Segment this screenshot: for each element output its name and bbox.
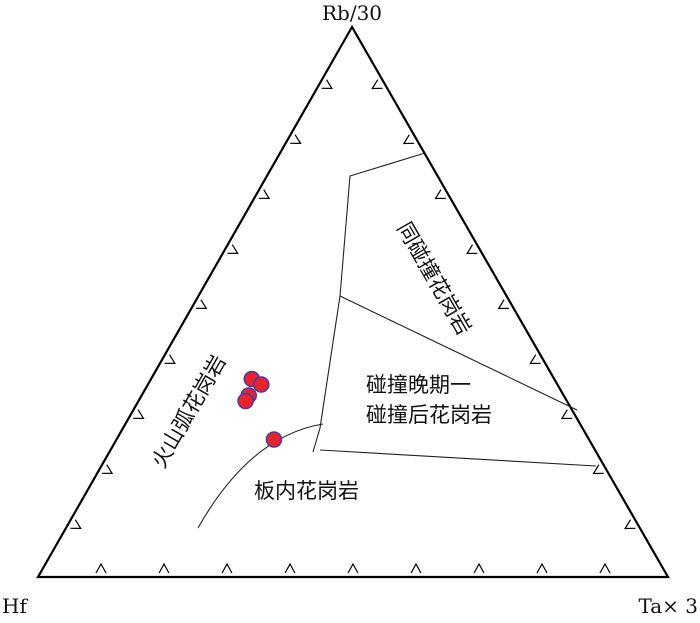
axis-tick xyxy=(434,189,446,200)
data-point xyxy=(252,376,270,393)
field-label-late-collision-1: 碰撞晚期一 xyxy=(366,373,471,397)
axis-tick xyxy=(592,464,604,475)
data-points xyxy=(237,370,283,448)
axis-tick xyxy=(536,562,548,574)
axis-tick xyxy=(164,354,176,365)
axis-tick xyxy=(402,134,415,145)
axis-tick xyxy=(221,562,233,574)
field-label-late-collision-2: 碰撞后花岗岩 xyxy=(366,403,492,427)
axis-ticks xyxy=(70,79,636,574)
axis-tick xyxy=(195,299,208,310)
axis-tick xyxy=(70,519,82,530)
data-point xyxy=(237,392,254,410)
field-label-within-plate: 板内花岗岩 xyxy=(254,479,359,503)
axis-tick xyxy=(473,562,485,574)
axis-tick xyxy=(290,134,302,145)
axis-tick xyxy=(284,562,296,574)
data-point xyxy=(265,431,283,448)
axis-tick xyxy=(410,562,422,574)
axis-tick xyxy=(95,562,107,574)
late-collision-lower-boundary xyxy=(319,449,597,467)
axis-tick xyxy=(158,562,170,574)
axis-tick xyxy=(133,409,145,420)
late-collision-upper-boundary xyxy=(339,295,578,411)
axis-tick xyxy=(624,519,636,530)
ternary-triangle xyxy=(36,24,670,579)
within-plate-boundary xyxy=(197,423,324,529)
axis-tick xyxy=(321,79,333,90)
field-label-volcanic-arc: 火山弧花岗岩 xyxy=(147,351,231,472)
axis-tick xyxy=(497,299,510,310)
axis-tick xyxy=(560,409,573,420)
axis-tick xyxy=(466,244,478,255)
axis-tick xyxy=(599,562,611,574)
axis-tick xyxy=(258,189,271,200)
axis-tick xyxy=(529,354,541,365)
axis-tick xyxy=(101,464,114,475)
axis-tick xyxy=(347,562,359,574)
axis-tick xyxy=(227,244,239,255)
field-label-syn-collision: 同碰撞花岗岩 xyxy=(392,218,476,339)
axis-tick xyxy=(371,79,383,90)
vertex-label-hf: Hf xyxy=(2,594,28,618)
vertex-label-ta: Ta× 3 xyxy=(638,594,698,618)
vertex-label-rb: Rb/30 xyxy=(322,1,382,25)
